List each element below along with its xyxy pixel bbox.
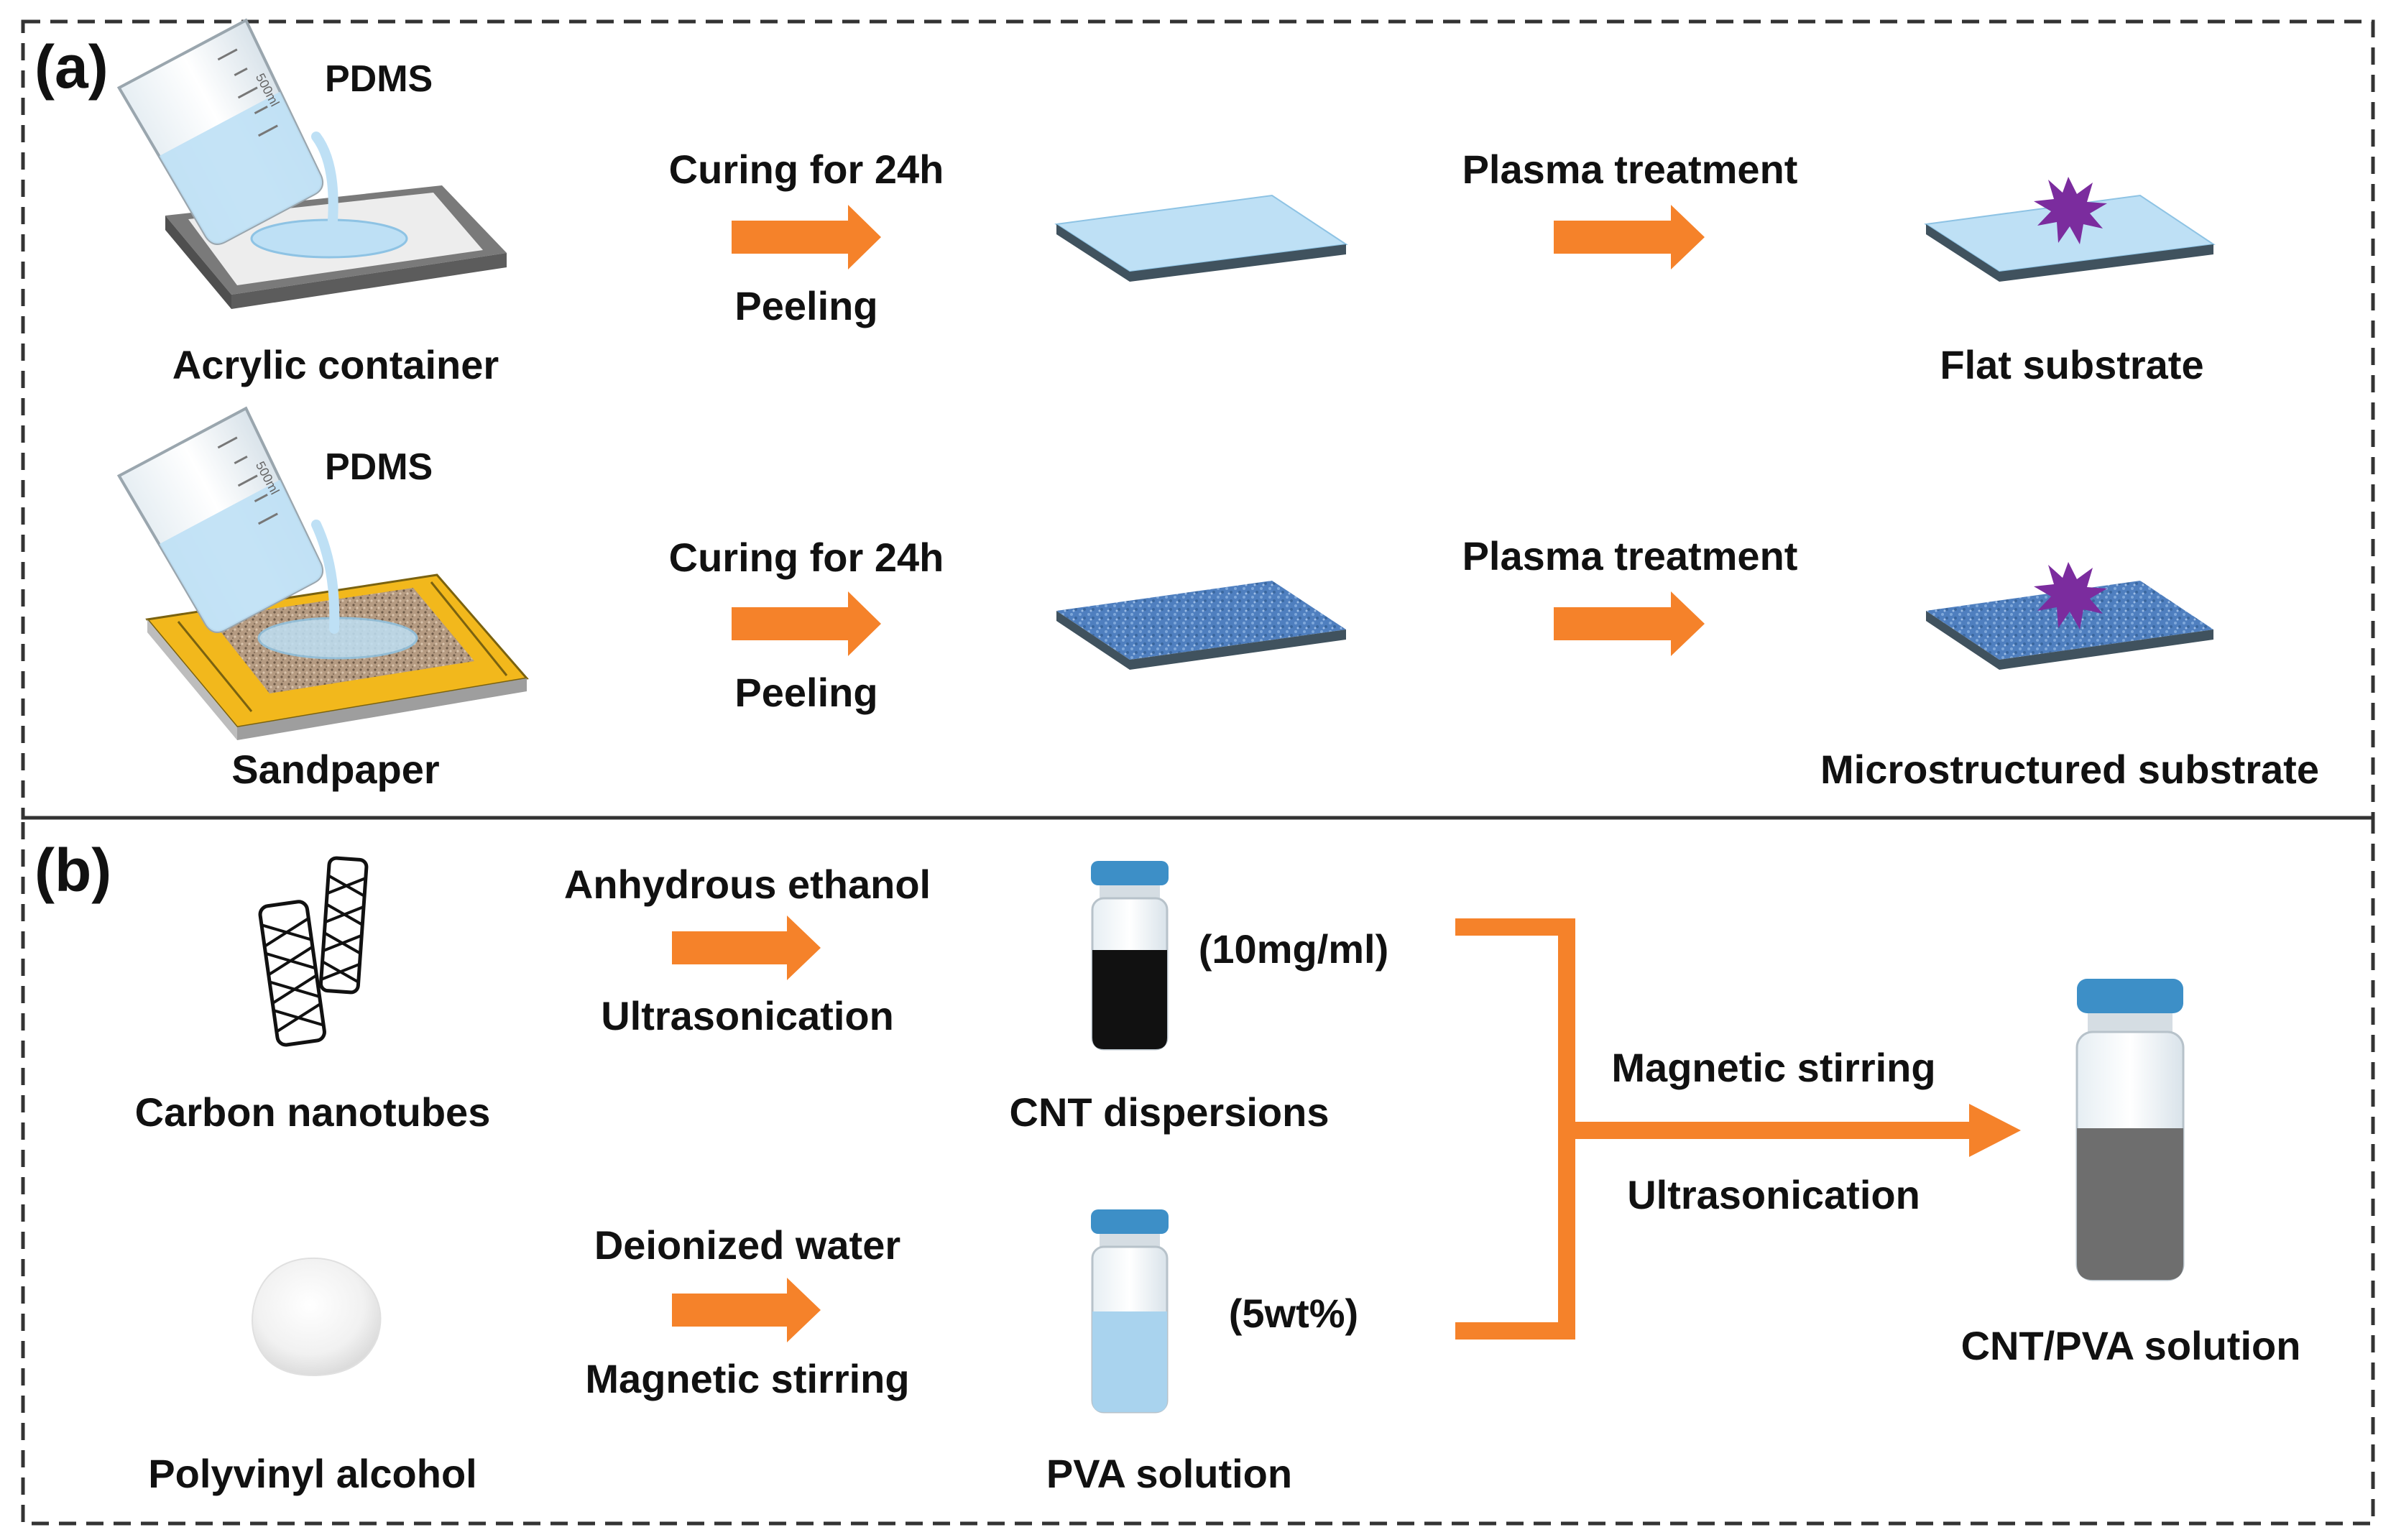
cnt-pva-solution-label: CNT/PVA solution xyxy=(1961,1323,2301,1368)
ultrasonication-label-row1: Ultrasonication xyxy=(601,993,894,1038)
panel-b-label: (b) xyxy=(34,836,111,904)
pdms-label-row2: PDMS xyxy=(325,446,433,488)
arrow-curing-row1 xyxy=(732,205,881,269)
microstructured-substrate-treated xyxy=(1926,581,2213,670)
flat-pdms-film xyxy=(1054,194,1348,282)
carbon-nanotubes-label: Carbon nanotubes xyxy=(135,1089,491,1135)
magnetic-stirring-label-row2: Magnetic stirring xyxy=(585,1356,909,1401)
peeling-label-row1: Peeling xyxy=(734,283,877,328)
curing-label-row1: Curing for 24h xyxy=(669,147,944,192)
pva-solution-label: PVA solution xyxy=(1046,1451,1292,1496)
ultrasonication-label-merge: Ultrasonication xyxy=(1627,1172,1920,1217)
peeling-label-row2: Peeling xyxy=(734,670,877,715)
merge-bracket-arrow xyxy=(1455,918,2021,1340)
pva-solution-vial xyxy=(1091,1209,1169,1414)
cnt-dispersions-label: CNT dispersions xyxy=(1010,1089,1330,1135)
arrow-ethanol xyxy=(672,916,821,980)
ethanol-label: Anhydrous ethanol xyxy=(564,862,931,907)
beaker-icon: 500ml xyxy=(116,406,340,634)
plasma-label-row2: Plasma treatment xyxy=(1462,533,1798,578)
cnt-dispersion-vial xyxy=(1091,861,1169,1051)
arrow-curing-row2 xyxy=(732,591,881,656)
polyvinyl-alcohol-label: Polyvinyl alcohol xyxy=(148,1451,476,1496)
arrow-plasma-row2 xyxy=(1554,591,1705,656)
cnt-pva-solution-vial xyxy=(2075,979,2185,1281)
acrylic-container-label: Acrylic container xyxy=(172,342,499,387)
magnetic-stirring-label-merge: Magnetic stirring xyxy=(1611,1045,1935,1090)
microstructured-substrate-label: Microstructured substrate xyxy=(1820,747,2319,792)
pva-concentration-label: (5wt%) xyxy=(1229,1291,1358,1336)
pdms-label-row1: PDMS xyxy=(325,58,433,100)
panel-b-border xyxy=(21,816,2375,1526)
carbon-nanotubes-icon xyxy=(258,856,369,1047)
sandpaper-label: Sandpaper xyxy=(231,747,439,792)
pva-powder-icon xyxy=(252,1257,382,1377)
plasma-star-icon xyxy=(2034,177,2107,244)
beaker-icon: 500ml xyxy=(116,18,338,245)
panel-a-label: (a) xyxy=(34,33,109,101)
arrow-deionized-water xyxy=(672,1278,821,1342)
microstructured-pdms-film xyxy=(1056,581,1346,670)
plasma-star-icon xyxy=(2034,562,2107,630)
curing-label-row2: Curing for 24h xyxy=(669,535,944,580)
cnt-concentration-label: (10mg/ml) xyxy=(1199,926,1389,972)
flat-substrate-label: Flat substrate xyxy=(1940,342,2203,387)
deionized-water-label: Deionized water xyxy=(594,1222,900,1268)
arrow-plasma-row1 xyxy=(1554,205,1705,269)
plasma-label-row1: Plasma treatment xyxy=(1462,147,1798,192)
flat-substrate-treated xyxy=(1924,194,2216,282)
